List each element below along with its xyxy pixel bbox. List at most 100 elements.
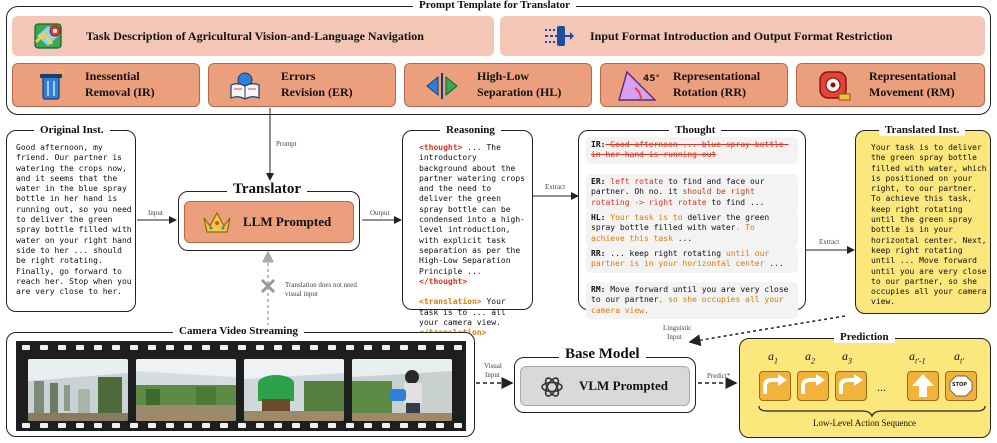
visual-label-1: Visual [484,362,502,370]
thought-title: Thought [669,124,722,136]
x-mark-icon [260,278,276,299]
module-rr-line1: Representational [673,69,761,83]
module-er: Errors Revision (ER) [208,63,396,107]
ir-tag: IR: [591,140,606,149]
original-inst-panel [6,130,136,312]
arrows-icon [425,72,459,105]
extract-label-2: Extract [819,238,840,246]
action-label-n: at' [954,349,964,366]
thought-row-ir: IR: Good afternoon ... blue spray bottle… [586,137,798,164]
tape-measure-icon [817,69,851,108]
reasoning-text: <thought> ... The introductory backgroun… [419,143,527,339]
module-er-line1: Errors [281,69,316,83]
er-d: to find ... [706,197,765,207]
rm-tag: RM: [591,285,606,294]
translated-inst-title: Translated Inst. [879,124,966,136]
original-inst-title: Original Inst. [34,124,110,136]
module-hl-line1: High-Low [477,69,530,83]
thought-row-hl: HL: Your task is to deliver the green sp… [586,210,798,247]
module-er-line2: Revision (ER) [281,85,353,99]
vlm-prompted-box: VLM Prompted [520,366,690,406]
predict-label: Predict* [707,372,731,380]
trash-icon [37,69,67,106]
module-ir-line1: Inessential [85,69,140,83]
module-rr-line2: Rotation (RR) [673,85,746,99]
sequence-label: Low-Level Action Sequence [813,418,916,428]
hl-a: Your task is to [605,213,683,222]
module-hl-line2: Separation (HL) [477,85,562,99]
forward-arrow-icon [912,374,934,397]
stop-sign-icon [949,375,973,397]
hl-c: . To achieve this task [591,223,760,243]
module-rr: 45° Representational Rotation (RR) [600,63,788,107]
module-hl: High-Low Separation (HL) [404,63,592,107]
svg-text:45°: 45° [643,74,659,84]
module-rm-line2: Movement (RM) [869,85,955,99]
book-icon [229,71,261,106]
task-description-box: Task Description of Agricultural Vision-… [12,16,494,56]
action-ellipsis: ... [877,380,886,394]
no-visual-note-2: visual input [285,290,318,298]
prediction-content: a1 a2 a3 at'-1 at' ... STOP Low-Level Ac… [739,338,991,438]
vlm-prompted-label: VLM Prompted [579,378,668,393]
reasoning-body: ... The introductory background about th… [419,143,530,276]
action-box-2 [797,371,829,401]
camera-frame-4 [352,359,452,421]
thought-close-tag: </thought> [419,276,468,286]
module-rm: Representational Movement (RM) [796,63,985,107]
angle-icon: 45° [615,68,660,109]
translate-icon [544,22,574,55]
camera-frame-2 [136,359,236,421]
prompt-label: Prompt [276,140,297,148]
extract-label-1: Extract [545,183,566,191]
visual-label-2: Input [485,371,500,379]
translator-title: Translator [227,181,308,198]
thought-row-er: ER: left rotate to find and face our par… [586,174,798,211]
prompt-template-title: Prompt Template for Translator [413,0,577,11]
no-visual-note-1: Translation does not need [285,281,357,289]
action-box-n: STOP [945,371,977,401]
map-icon [34,22,64,55]
translated-inst-text: Your task is to deliver the green spray … [871,143,987,307]
camera-frame-1 [28,359,128,421]
module-ir-line2: Removal (IR) [85,85,155,99]
hl-d: ... [672,233,693,243]
rr-a: ... keep right rotating [605,249,726,258]
action-box-3 [835,371,867,401]
linguistic-label-1: Linguistic [663,324,692,332]
action-label-3: a3 [842,349,852,366]
reasoning-panel [402,130,533,310]
rm-a: Move forward until you are very close to… [591,285,794,305]
io-format-text: Input Format Introduction and Output For… [590,29,893,43]
original-inst-text: Good afternoon, my friend. Our partner i… [16,143,132,297]
translated-inst-panel [855,130,991,314]
action-label-n1: at'-1 [909,349,926,366]
translation-open-tag: <translation> [419,297,482,307]
action-box-n1 [907,371,939,401]
rr-c: ... [764,259,784,269]
turn-right-icon [801,374,825,394]
module-rm-line1: Representational [869,69,957,83]
camera-title: Camera Video Streaming [173,325,304,337]
hl-b: deliver the green spray bottle filled wi… [591,213,775,233]
er-a: left rotate [605,177,664,186]
er-c: should be right rotating -> right rotate [591,187,760,207]
sequence-brace [758,405,986,418]
er-tag: ER: [591,177,606,186]
turn-right-icon [763,374,787,394]
openai-icon [539,374,565,405]
output-label: Output [370,209,390,217]
hl-tag: HL: [591,213,606,222]
er-b: to find and face our partner. Oh no. it [591,177,770,197]
action-label-1: a1 [768,349,778,366]
film-strip [16,341,466,431]
linguistic-label-2: Input [667,333,682,341]
action-box-1 [759,371,791,401]
llm-prompted-label: LLM Prompted [243,214,332,229]
stop-sign-text: STOP [952,382,967,388]
turn-right-icon [839,374,863,394]
task-description-text: Task Description of Agricultural Vision-… [86,29,424,43]
camera-frame-3 [244,359,344,421]
rm-b: , so she occupies all your camera view. [591,295,789,315]
base-model-title: Base Model [559,346,646,363]
